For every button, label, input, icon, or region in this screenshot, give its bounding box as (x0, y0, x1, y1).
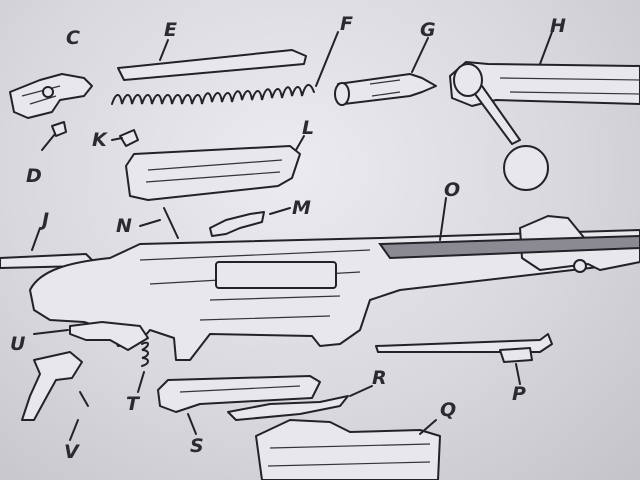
part-t-spring (137, 341, 149, 393)
label-t: T (126, 393, 141, 415)
part-k-screw (111, 129, 139, 147)
part-l-cover (125, 135, 305, 201)
label-c: C (66, 27, 80, 49)
part-c-bolt-sleeve (9, 73, 93, 119)
label-r: R (372, 367, 387, 389)
label-p: P (512, 383, 526, 405)
label-o: O (444, 179, 460, 201)
label-q: Q (440, 399, 456, 421)
label-s: S (190, 435, 204, 457)
part-p-rod (375, 333, 553, 385)
label-g: G (420, 19, 436, 41)
part-m-lever (209, 207, 291, 237)
part-r-spring (227, 385, 373, 421)
label-l: L (302, 117, 314, 139)
part-d-screw (41, 121, 67, 151)
part-e-firing-pin (117, 39, 307, 81)
label-k: K (92, 129, 108, 151)
part-v-pin (69, 391, 89, 441)
label-d: D (26, 165, 42, 187)
label-h: H (550, 15, 566, 37)
part-g-bolt-head (334, 37, 437, 106)
label-e: E (164, 19, 177, 41)
label-u: U (10, 333, 26, 355)
part-h-bolt (449, 31, 640, 191)
part-f-mainspring (111, 31, 339, 105)
label-m: M (292, 197, 311, 219)
label-v: V (64, 441, 80, 463)
part-u-sear (33, 321, 149, 351)
label-f: F (340, 13, 353, 35)
part-trigger (21, 351, 83, 421)
part-s-magazine (157, 375, 321, 435)
part-o-receiver (29, 197, 640, 361)
label-j: J (38, 209, 49, 231)
part-q-floorplate (255, 419, 441, 480)
label-n: N (116, 215, 132, 237)
part-n-pin (139, 207, 179, 239)
